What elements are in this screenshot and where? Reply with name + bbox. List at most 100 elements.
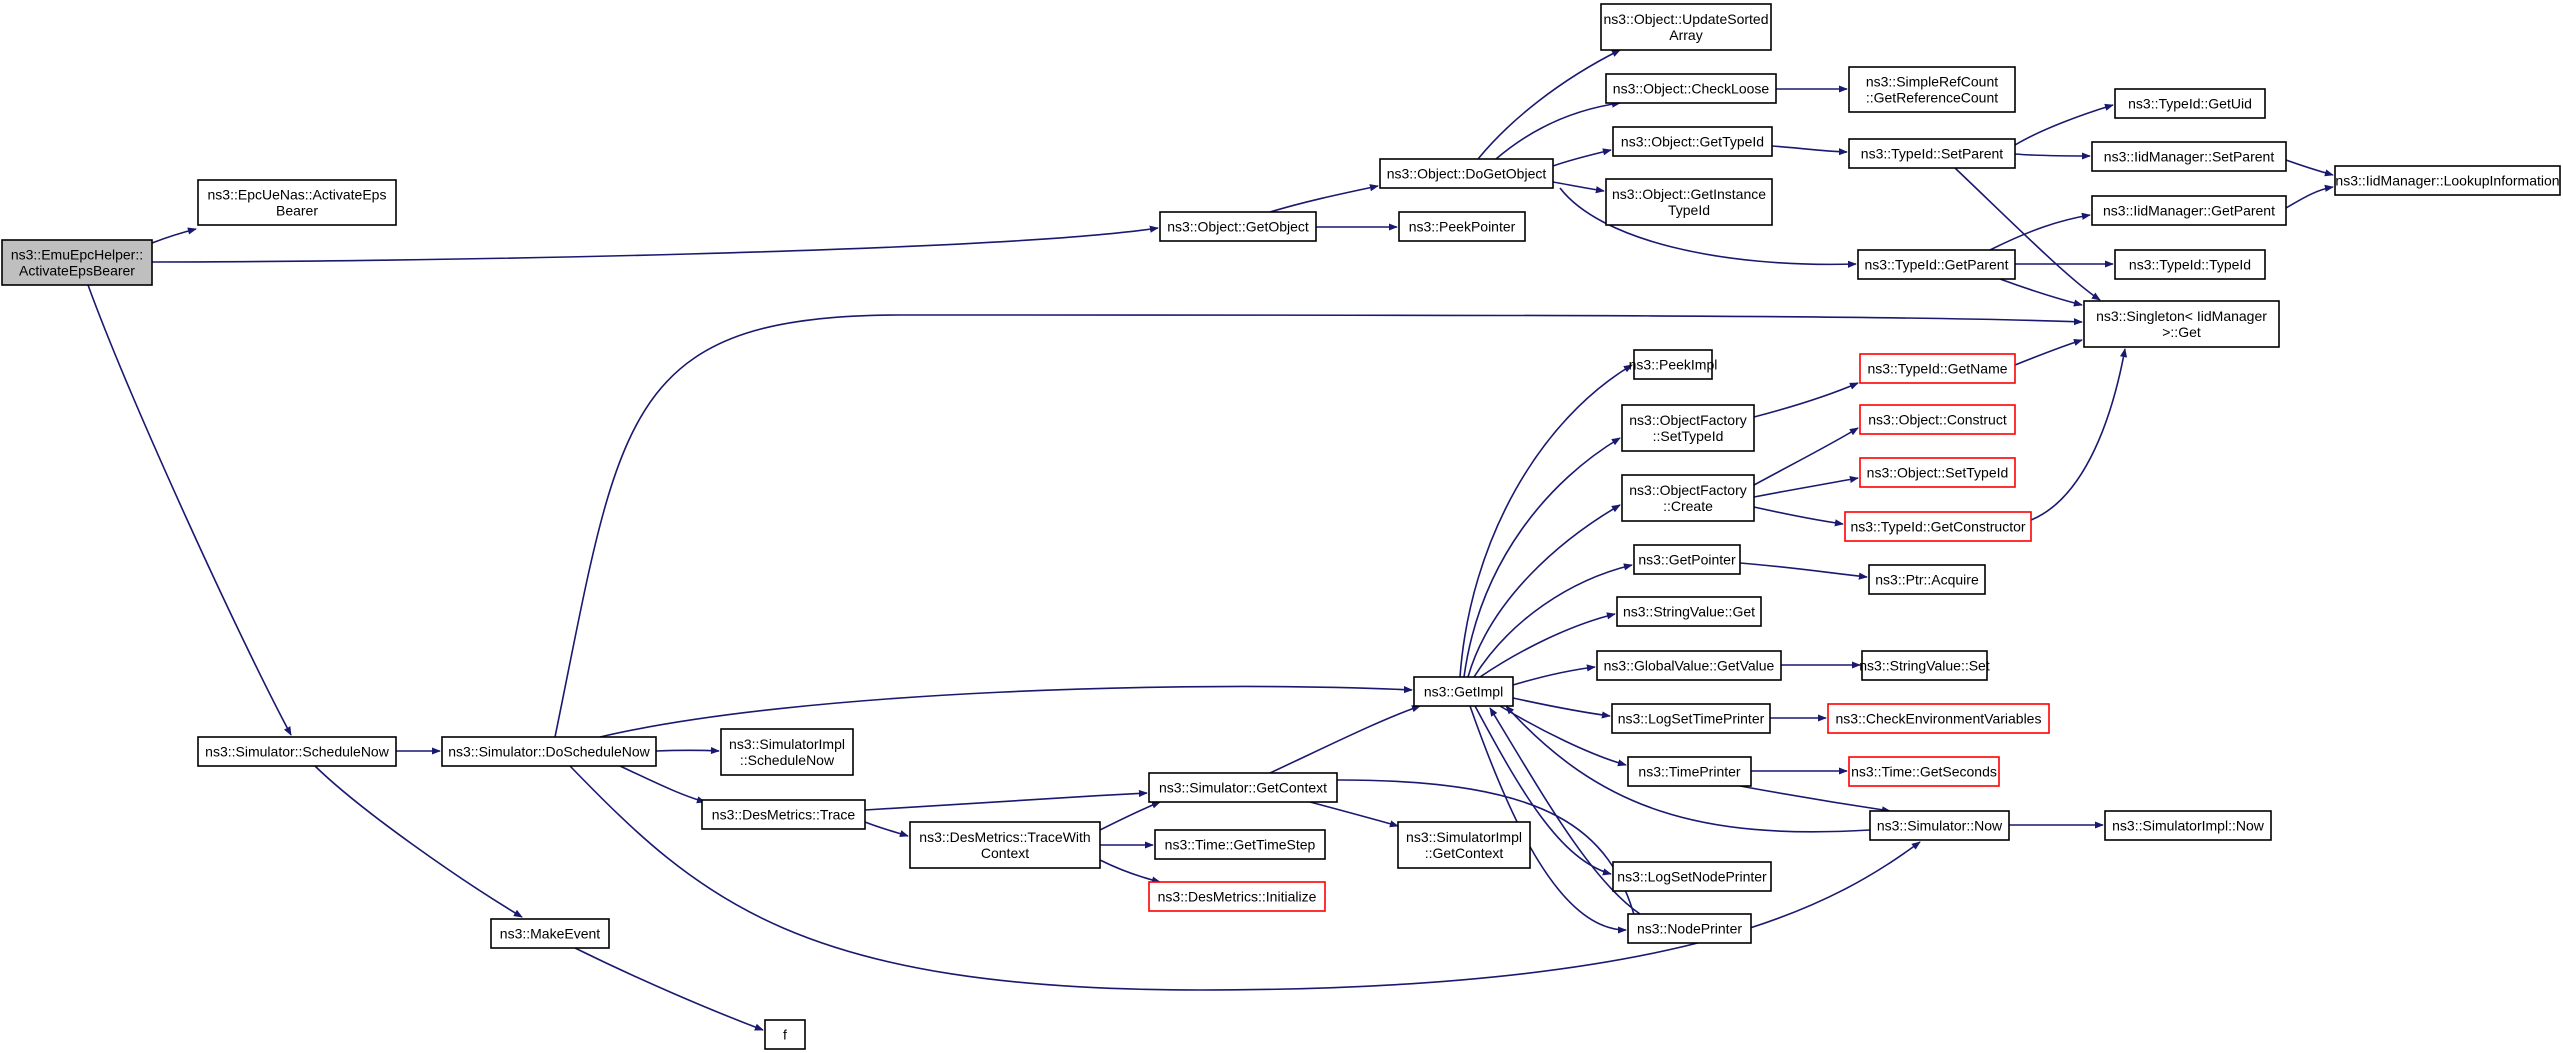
node-box <box>909 821 1101 869</box>
node-simimpl_getcontext[interactable]: ns3::SimulatorImpl::GetContext <box>1397 821 1531 869</box>
node-peekpointer[interactable]: ns3::PeekPointer <box>1398 211 1526 242</box>
node-getpointer[interactable]: ns3::GetPointer <box>1633 544 1741 575</box>
node-box <box>1621 474 1755 522</box>
node-box <box>1379 158 1554 189</box>
node-label: ns3::DesMetrics::TraceWith <box>919 829 1090 845</box>
node-desmetrics_init[interactable]: ns3::DesMetrics::Initialize <box>1148 881 1326 912</box>
node-label: ns3::EpcUeNas::ActivateEps <box>208 187 387 203</box>
node-tid_getuid[interactable]: ns3::TypeId::GetUid <box>2114 88 2266 119</box>
edge-sim_getcontext-to-simimpl_getcontext <box>1309 801 1399 828</box>
node-tid_getconstructor[interactable]: ns3::TypeId::GetConstructor <box>1844 511 2032 542</box>
node-logsetnodeprinter[interactable]: ns3::LogSetNodePrinter <box>1612 861 1772 892</box>
node-label: TypeId <box>1668 202 1710 218</box>
edge-getobject-to-dogetobject <box>1269 184 1379 213</box>
node-of_settypeid[interactable]: ns3::ObjectFactory::SetTypeId <box>1621 404 1755 452</box>
edge-getpointer-to-ptr_acquire <box>1739 562 1868 580</box>
edge-root-to-sim_schedulenow <box>87 284 292 736</box>
node-getimpl[interactable]: ns3::GetImpl <box>1413 676 1514 707</box>
node-getobject[interactable]: ns3::Object::GetObject <box>1159 211 1317 242</box>
node-label: ns3::Simulator::DoScheduleNow <box>448 744 650 760</box>
node-simimpl_now[interactable]: ns3::SimulatorImpl::Now <box>2104 810 2272 841</box>
edge-sim_doschedulenow-to-getimpl <box>599 685 1413 738</box>
node-box <box>1148 881 1326 912</box>
node-desmetrics_trace[interactable]: ns3::DesMetrics::Trace <box>701 799 866 830</box>
node-box <box>1844 511 2032 542</box>
node-timeprinter[interactable]: ns3::TimePrinter <box>1627 756 1752 787</box>
node-label: ns3::MakeEvent <box>500 926 600 942</box>
node-stringvalue_get[interactable]: ns3::StringValue::Get <box>1616 596 1762 627</box>
edge-iid_setparent-to-iid_lookup <box>2285 159 2334 177</box>
node-box <box>764 1019 806 1050</box>
node-iid_lookup[interactable]: ns3::IidManager::LookupInformation <box>2334 165 2561 196</box>
node-obj_gettypeid[interactable]: ns3::Object::GetTypeId <box>1612 126 1773 157</box>
node-label: ns3::Object::Construct <box>1868 412 2007 428</box>
node-singleton[interactable]: ns3::Singleton< IidManager>::Get <box>2083 300 2280 348</box>
node-globalvalue_getvalue[interactable]: ns3::GlobalValue::GetValue <box>1596 650 1782 681</box>
node-obj_settypeid[interactable]: ns3::Object::SetTypeId <box>1859 457 2016 488</box>
node-label: ns3::Time::GetSeconds <box>1851 764 1997 780</box>
node-sim_schedulenow[interactable]: ns3::Simulator::ScheduleNow <box>197 736 397 767</box>
edge-tid_setparent-to-singleton <box>1954 167 2101 301</box>
node-dogetobject[interactable]: ns3::Object::DoGetObject <box>1379 158 1554 189</box>
node-tid_getname[interactable]: ns3::TypeId::GetName <box>1859 353 2016 384</box>
node-label: ::Create <box>1663 498 1713 514</box>
node-label: ns3::NodePrinter <box>1637 921 1742 937</box>
node-box <box>1159 211 1317 242</box>
node-iid_getparent[interactable]: ns3::IidManager::GetParent <box>2091 195 2287 226</box>
node-root[interactable]: ns3::EmuEpcHelper::ActivateEpsBearer <box>1 239 153 286</box>
node-label: ns3::StringValue::Get <box>1623 604 1755 620</box>
node-label: ns3::SimulatorImpl <box>729 736 845 752</box>
node-label: ns3::Object::SetTypeId <box>1867 465 2009 481</box>
node-simplerefcount[interactable]: ns3::SimpleRefCount::GetReferenceCount <box>1848 66 2016 113</box>
node-box <box>2083 300 2280 348</box>
node-ptr_acquire[interactable]: ns3::Ptr::Acquire <box>1868 564 1986 595</box>
node-logsettimeprinter[interactable]: ns3::LogSetTimePrinter <box>1611 703 1771 734</box>
node-iid_setparent[interactable]: ns3::IidManager::SetParent <box>2091 141 2287 172</box>
node-nodeprinter[interactable]: ns3::NodePrinter <box>1627 913 1752 944</box>
node-label: ns3::Object::GetTypeId <box>1621 134 1764 150</box>
node-label: ::GetContext <box>1425 845 1504 861</box>
node-time_gettimestep[interactable]: ns3::Time::GetTimeStep <box>1154 829 1326 860</box>
node-box <box>1848 756 2000 787</box>
node-stringvalue_set[interactable]: ns3::StringValue::Set <box>1859 650 1990 681</box>
edges-layer <box>87 49 2334 1031</box>
node-tid_typeid[interactable]: ns3::TypeId::TypeId <box>2114 249 2266 280</box>
edge-tid_setparent-to-tid_getuid <box>2014 103 2114 146</box>
edge-sim_doschedulenow-to-desmetrics_trace <box>619 765 706 804</box>
edge-dogetobject-to-tid_getparent <box>1559 187 1857 268</box>
node-label: ns3::PeekImpl <box>1629 357 1718 373</box>
node-time_getseconds[interactable]: ns3::Time::GetSeconds <box>1848 756 2000 787</box>
node-peekimpl[interactable]: ns3::PeekImpl <box>1629 349 1718 380</box>
node-label: ns3::Simulator::GetContext <box>1159 780 1327 796</box>
node-label: ns3::DesMetrics::Trace <box>712 807 856 823</box>
node-label: ns3::EmuEpcHelper:: <box>11 247 143 263</box>
edge-desmetrics_tracewith-to-sim_getcontext <box>1099 801 1161 831</box>
node-label: ns3::GetImpl <box>1424 684 1503 700</box>
node-makeevent[interactable]: ns3::MakeEvent <box>490 918 610 949</box>
node-simimpl_schedulenow[interactable]: ns3::SimulatorImpl::ScheduleNow <box>720 728 854 776</box>
node-f[interactable]: f <box>764 1019 806 1050</box>
node-sim_doschedulenow[interactable]: ns3::Simulator::DoScheduleNow <box>441 736 657 767</box>
node-box <box>2114 88 2266 119</box>
node-label: ns3::IidManager::SetParent <box>2104 149 2275 165</box>
node-box <box>1627 913 1752 944</box>
node-activateeps[interactable]: ns3::EpcUeNas::ActivateEpsBearer <box>197 179 397 226</box>
node-box <box>1154 829 1326 860</box>
node-obj_construct[interactable]: ns3::Object::Construct <box>1859 404 2016 435</box>
node-of_create[interactable]: ns3::ObjectFactory::Create <box>1621 474 1755 522</box>
node-label: ns3::Object::GetObject <box>1167 219 1309 235</box>
node-sim_now[interactable]: ns3::Simulator::Now <box>1869 810 2010 841</box>
node-checkenv[interactable]: ns3::CheckEnvironmentVariables <box>1827 703 2050 734</box>
node-checkloose[interactable]: ns3::Object::CheckLoose <box>1605 73 1777 104</box>
node-tid_getparent[interactable]: ns3::TypeId::GetParent <box>1857 249 2016 280</box>
node-sim_getcontext[interactable]: ns3::Simulator::GetContext <box>1148 772 1338 803</box>
node-label: Array <box>1669 27 1702 43</box>
node-box <box>1 239 153 286</box>
node-box <box>1616 596 1762 627</box>
node-tid_setparent[interactable]: ns3::TypeId::SetParent <box>1848 138 2016 169</box>
node-box <box>441 736 657 767</box>
